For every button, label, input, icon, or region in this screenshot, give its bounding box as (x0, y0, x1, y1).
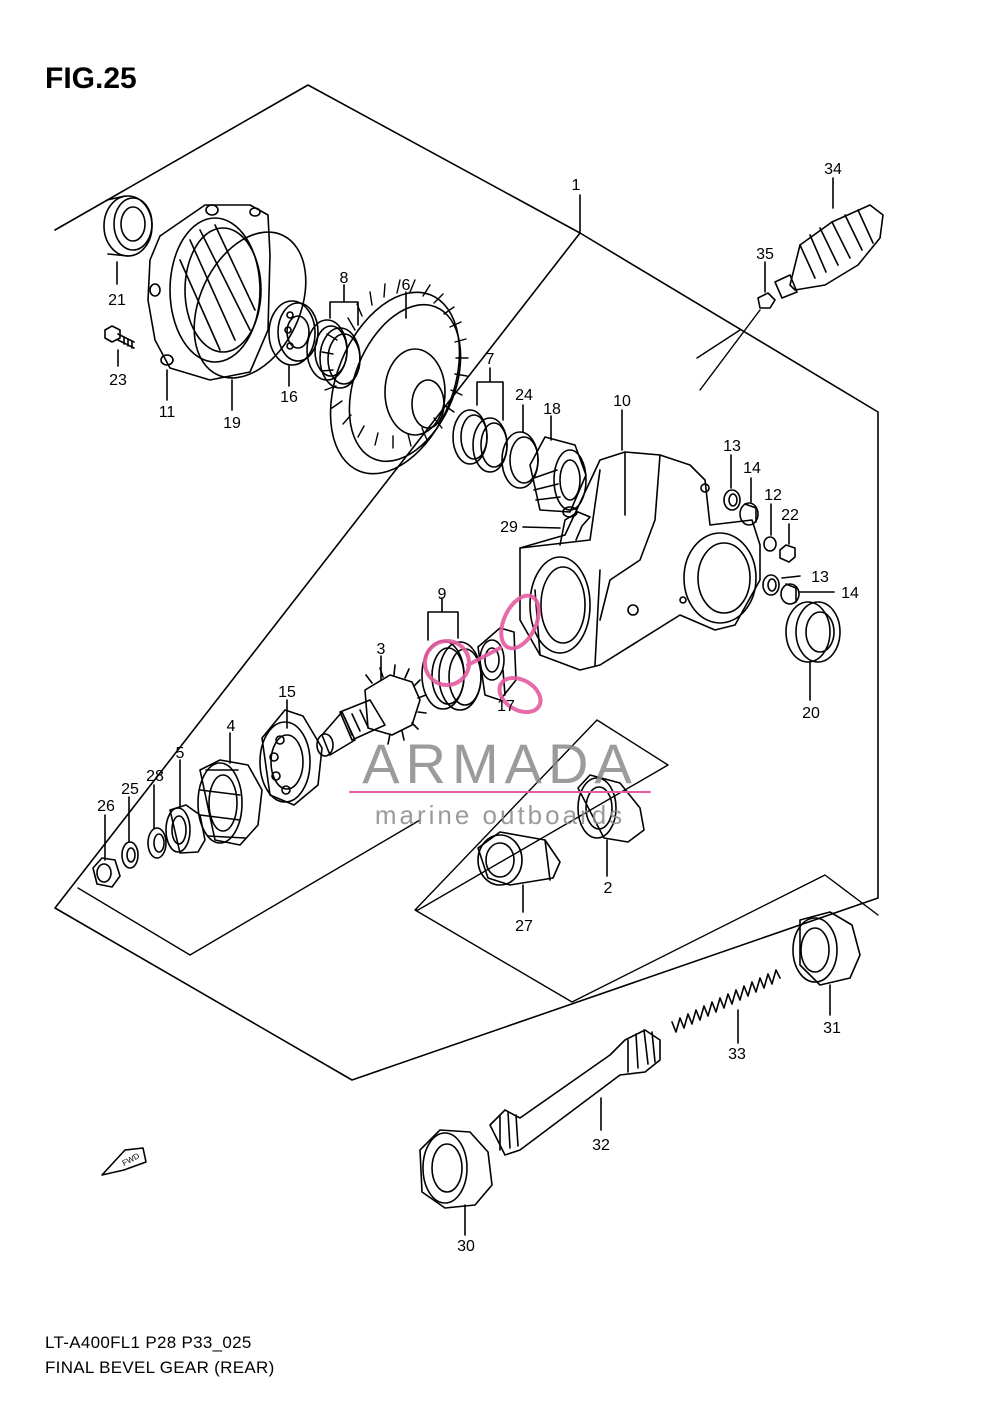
bearing-16 (268, 300, 319, 366)
drive-shaft-32 (489, 1029, 661, 1156)
spring-33 (671, 969, 781, 1033)
washer-12 (763, 536, 777, 552)
callout-19: 19 (223, 415, 241, 432)
callout-2: 2 (604, 880, 613, 897)
spacer-5 (165, 804, 206, 854)
callout-35: 35 (756, 246, 774, 263)
callout-5: 5 (176, 745, 185, 762)
o-ring-19 (193, 231, 307, 379)
callout-29: 29 (500, 519, 518, 536)
callout-31: 31 (823, 1020, 841, 1037)
figure-name: FINAL BEVEL GEAR (REAR) (45, 1358, 275, 1377)
subassembly-box-2-27 (414, 719, 879, 1003)
callout-32: 32 (592, 1137, 610, 1154)
watermark-brand: ARMADA (362, 732, 638, 795)
breather-29 (559, 506, 591, 546)
callout-18: 18 (543, 401, 561, 418)
callout-21: 21 (108, 292, 126, 309)
bearing-15 (259, 709, 323, 806)
callout-7: 7 (486, 351, 495, 368)
needle-bearing-18 (529, 436, 587, 513)
callout-15: 15 (278, 684, 296, 701)
callout-25: 25 (121, 781, 139, 798)
callout-33: 33 (728, 1046, 746, 1063)
needle-bearing-27 (477, 831, 561, 886)
washer-13-lower (762, 574, 780, 596)
plug-14-upper (739, 502, 759, 526)
callout-14-upper: 14 (743, 460, 761, 477)
dust-seal-31 (792, 911, 861, 986)
callout-34: 34 (824, 161, 842, 178)
callout-30: 30 (457, 1238, 475, 1255)
bolt-22 (779, 544, 796, 563)
figure-title: FIG.25 (45, 62, 137, 95)
callout-labels: 1 2 3 4 5 6 7 8 9 10 11 12 13 13 14 14 1… (97, 161, 859, 1255)
callout-14-lower: 14 (841, 585, 859, 602)
callout-13-upper: 13 (723, 438, 741, 455)
shim-28 (147, 827, 167, 859)
shim-24 (501, 431, 539, 489)
subassembly-box-small-parts (77, 819, 421, 956)
bearing-4 (197, 759, 263, 846)
callout-4: 4 (227, 718, 236, 735)
callout-1: 1 (572, 177, 581, 194)
plug-14-lower (780, 583, 800, 605)
boot-34 (774, 204, 884, 299)
ring-gear-6 (321, 279, 469, 475)
model-code: LT-A400FL1 P28 P33_025 (45, 1333, 252, 1352)
callout-8: 8 (340, 270, 349, 287)
callout-3: 3 (377, 641, 386, 658)
callout-9: 9 (438, 586, 447, 603)
oil-seal-21 (103, 195, 153, 257)
dust-seal-30 (419, 1129, 493, 1209)
fwd-arrow-icon: FWD (101, 1147, 147, 1176)
callout-28: 28 (146, 768, 164, 785)
oil-seal-2 (577, 774, 645, 843)
armada-logo-icon (423, 593, 543, 715)
callout-26: 26 (97, 798, 115, 815)
housing-10 (519, 451, 761, 671)
drive-pinion-3 (316, 664, 427, 757)
callout-23: 23 (109, 372, 127, 389)
watermark-tagline: marine outboards (375, 800, 625, 830)
bolt-23 (104, 325, 135, 349)
callout-27: 27 (515, 918, 533, 935)
cover-11 (147, 204, 271, 381)
clamp-35 (757, 292, 776, 309)
callout-13-lower: 13 (811, 569, 829, 586)
callout-17: 17 (497, 698, 515, 715)
callout-20: 20 (802, 705, 820, 722)
callout-16: 16 (280, 389, 298, 406)
oil-seal-20 (785, 601, 841, 663)
shims-7 (452, 409, 508, 473)
callout-12: 12 (764, 487, 782, 504)
washer-13-upper (723, 489, 741, 511)
nut-26 (92, 857, 121, 888)
callout-6: 6 (402, 277, 411, 294)
assembly-outline (54, 84, 879, 1081)
washer-25 (121, 841, 139, 869)
callout-10: 10 (613, 393, 631, 410)
callout-22: 22 (781, 507, 799, 524)
callout-11: 11 (159, 404, 176, 421)
bearing-17 (477, 627, 517, 701)
callout-24: 24 (515, 387, 533, 404)
